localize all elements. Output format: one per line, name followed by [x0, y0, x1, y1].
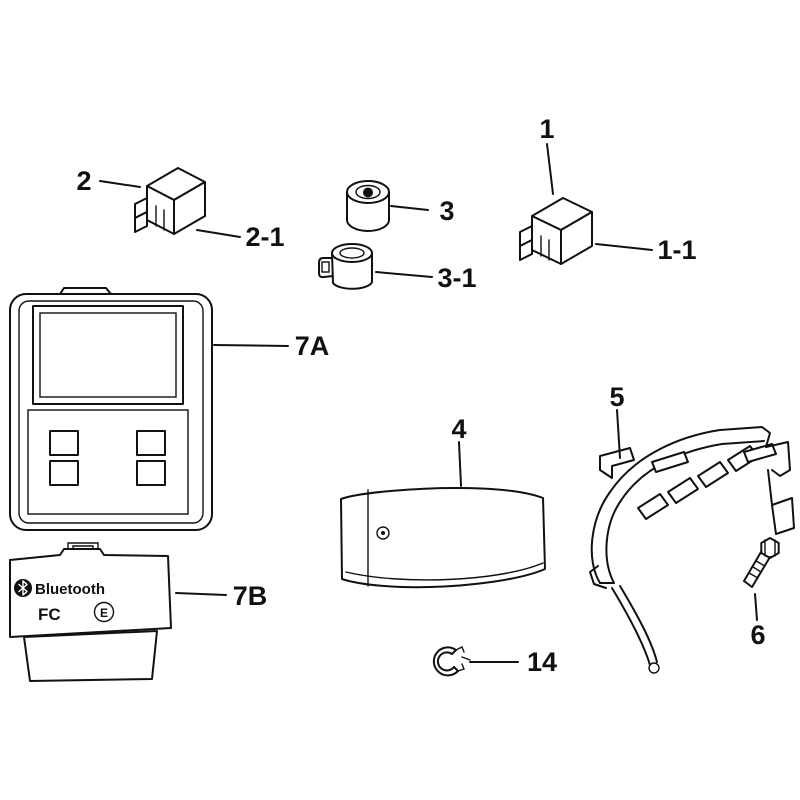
callout-4-label: 4 — [451, 414, 466, 444]
part-3-grommet — [346, 180, 390, 232]
leader-line-7b — [175, 592, 227, 596]
leader-line-6 — [754, 593, 758, 621]
callout-3-1-label: 3-1 — [437, 263, 476, 293]
leader-line-3 — [390, 205, 429, 211]
leader-line-3-1 — [375, 271, 433, 278]
callout-7b-label: 7B — [233, 581, 268, 611]
part-14-clip — [432, 646, 471, 677]
callout-3-label: 3 — [439, 196, 454, 226]
part-6-bolt — [743, 537, 780, 588]
leader-line-4 — [458, 441, 462, 487]
fcc-mark-text: FC — [38, 605, 61, 624]
part-7b-bluetooth-module: Bluetooth FC E — [9, 542, 172, 682]
part-3-1-grommet — [318, 243, 373, 290]
callout-1-label: 1 — [539, 114, 554, 144]
part-7a-display-unit — [9, 287, 213, 531]
part-2-relay — [134, 167, 206, 235]
bluetooth-brand-text: Bluetooth — [35, 581, 105, 598]
callout-7a-label: 7A — [295, 331, 330, 361]
callout-5-label: 5 — [609, 382, 624, 412]
leader-line-2 — [99, 180, 141, 188]
part-1-relay — [519, 197, 593, 265]
e-mark-text: E — [100, 606, 108, 620]
leader-line-5 — [616, 409, 621, 459]
callout-1-1-label: 1-1 — [657, 235, 696, 265]
callout-6-label: 6 — [750, 620, 765, 650]
callout-14-label: 14 — [527, 647, 557, 677]
e-mark-icon — [93, 601, 115, 623]
leader-line-7a — [213, 344, 289, 347]
part-4-cover — [340, 487, 546, 589]
leader-line-1 — [546, 143, 554, 195]
callout-2-label: 2 — [76, 166, 91, 196]
leader-line-1-1 — [595, 243, 653, 251]
callout-2-1-label: 2-1 — [245, 222, 284, 252]
part-5-harness-bracket — [589, 426, 795, 674]
leader-line-2-1 — [196, 229, 241, 238]
